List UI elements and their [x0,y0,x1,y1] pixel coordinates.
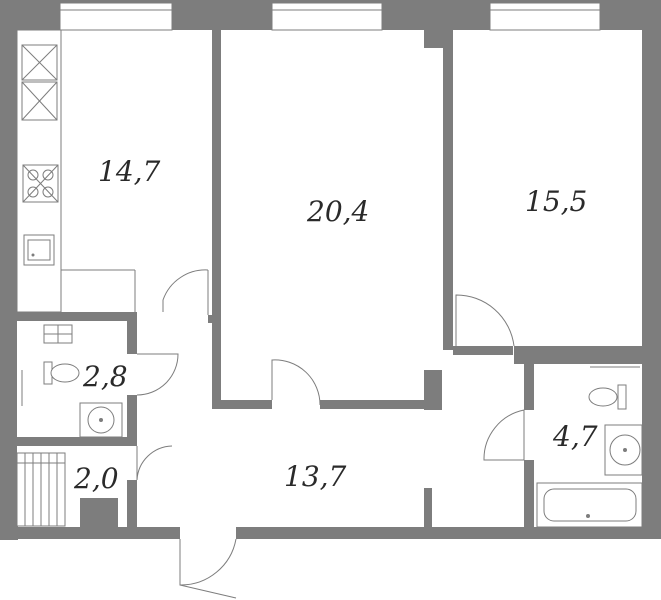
door-swing-icon [483,409,525,461]
door-swing-icon [455,294,515,355]
area-labels: 14,7 20,4 15,5 2,8 2,0 13,7 4,7 [73,155,598,495]
door-swing-icon [271,359,321,406]
door-swing-icon [162,269,209,315]
window-icon [59,2,173,31]
stove-icon [22,164,59,203]
storage-shelving [16,452,66,527]
kitchen-area: 14,7 [98,155,161,188]
washbasin-icon [604,424,643,476]
toilet-icon [588,384,627,410]
storage-area: 2,0 [73,462,119,495]
windows [59,2,601,31]
bathtub-icon [536,482,643,528]
interior-walls [17,30,661,530]
hall-area: 13,7 [284,460,347,493]
small-bathroom-fixtures [21,324,123,438]
kitchen-fixtures [16,29,136,313]
room-2-area: 15,5 [525,185,587,218]
bathroom-large-area: 4,7 [552,420,598,453]
door-swing-icon [179,538,237,599]
large-bathroom-fixtures [536,366,643,528]
sink-icon [23,234,55,266]
cabinet-icon [43,324,73,344]
doors [136,269,525,599]
toilet-icon [43,361,80,385]
bathroom-small-area: 2,8 [82,360,128,393]
door-swing-icon [136,353,179,396]
door-swing-icon [136,445,173,481]
window-icon [271,2,383,31]
window-icon [489,2,601,31]
washbasin-icon [79,402,123,438]
room-1-area: 20,4 [306,195,369,228]
